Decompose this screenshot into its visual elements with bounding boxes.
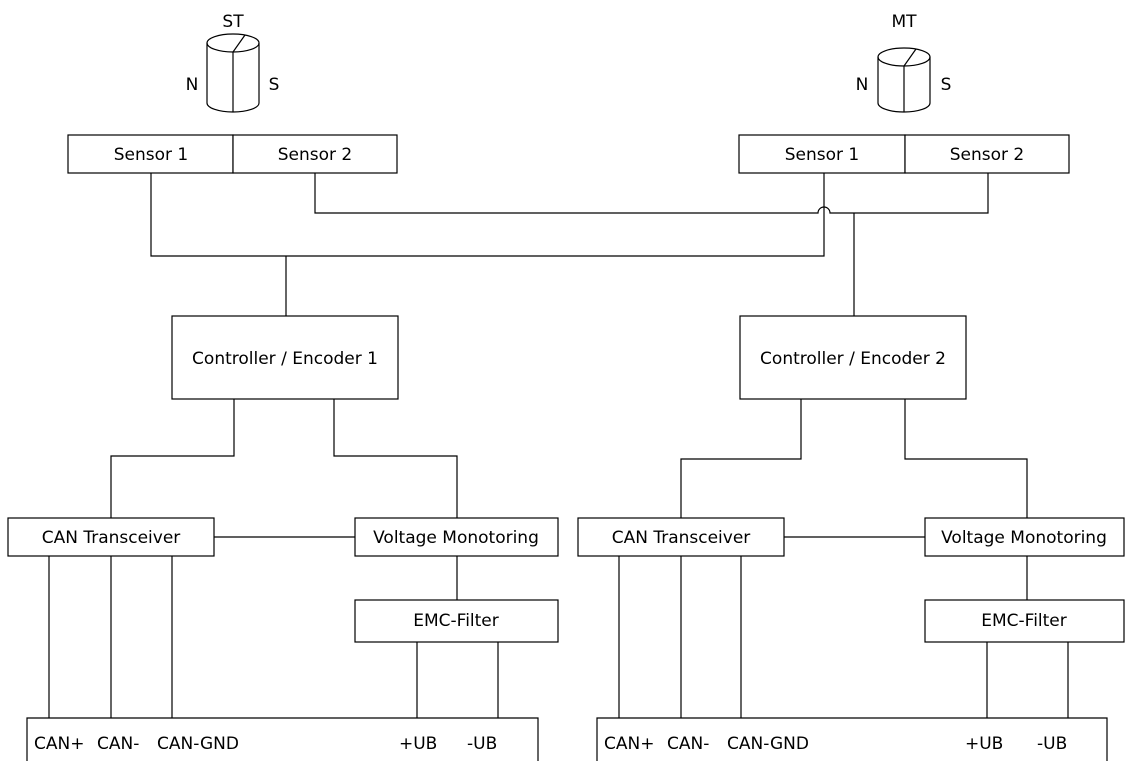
right-emc-filter-box <box>924 599 1125 643</box>
magnet-mt-icon <box>877 47 931 113</box>
left-can-transceiver-label: CAN Transceiver <box>42 528 181 548</box>
left-can-transceiver-box <box>7 517 215 557</box>
right-connector-can-gnd: CAN-GND <box>727 734 809 754</box>
right-can-transceiver-box <box>577 517 785 557</box>
right-sensor-2-label: Sensor 2 <box>950 145 1025 165</box>
left-voltage-monitoring-box <box>354 517 559 557</box>
right-sensor-2-box <box>904 134 1070 174</box>
wire-controller1-branches <box>110 399 458 518</box>
left-voltage-monitoring-label: Voltage Monotoring <box>373 528 539 548</box>
controller-2-label: Controller / Encoder 2 <box>760 349 946 369</box>
right-wires-lower <box>618 536 1069 718</box>
right-can-transceiver-label: CAN Transceiver <box>612 528 751 548</box>
magnet-mt: MT N S <box>856 12 952 113</box>
controller-1-box <box>171 315 399 400</box>
magnet-mt-pole-s: S <box>941 75 952 95</box>
left-connector-ub-minus: -UB <box>467 734 497 754</box>
magnet-mt-pole-n: N <box>856 75 869 95</box>
magnet-st-label: ST <box>222 12 244 32</box>
left-wires-lower <box>48 536 499 718</box>
right-connector-ub-plus: +UB <box>965 734 1003 754</box>
left-emc-filter-box <box>354 599 559 643</box>
right-connector-strip <box>596 717 1108 761</box>
wire-left-sensor2-to-right-sensor2 <box>314 173 989 214</box>
wire-controller2-branches <box>680 399 1028 518</box>
right-emc-filter-label: EMC-Filter <box>981 611 1067 631</box>
magnet-st-icon <box>206 33 260 113</box>
right-voltage-monitoring-box <box>924 517 1125 557</box>
left-connector-strip <box>26 717 539 761</box>
left-connector-can-minus: CAN- <box>97 734 139 754</box>
wire-sensors1-to-controller1 <box>150 173 825 316</box>
right-connector-can-minus: CAN- <box>667 734 709 754</box>
left-sensor-2-label: Sensor 2 <box>278 145 353 165</box>
left-sensor-1-label: Sensor 1 <box>114 145 189 165</box>
left-connector-ub-plus: +UB <box>399 734 437 754</box>
right-voltage-monitoring-label: Voltage Monotoring <box>941 528 1107 548</box>
right-connector-ub-minus: -UB <box>1037 734 1067 754</box>
controller-2-box <box>739 315 967 400</box>
left-emc-filter-label: EMC-Filter <box>413 611 499 631</box>
magnet-st-pole-n: N <box>186 75 199 95</box>
left-sensor-1-box <box>67 134 234 174</box>
magnet-mt-label: MT <box>891 12 917 32</box>
left-connector-can-gnd: CAN-GND <box>157 734 239 754</box>
magnet-st: ST N S <box>186 12 280 113</box>
left-connector-can-plus: CAN+ <box>34 734 84 754</box>
magnet-st-pole-s: S <box>269 75 280 95</box>
right-sensor-1-box <box>738 134 906 174</box>
right-connector-can-plus: CAN+ <box>604 734 654 754</box>
controller-1-label: Controller / Encoder 1 <box>192 349 378 369</box>
right-sensor-1-label: Sensor 1 <box>785 145 860 165</box>
